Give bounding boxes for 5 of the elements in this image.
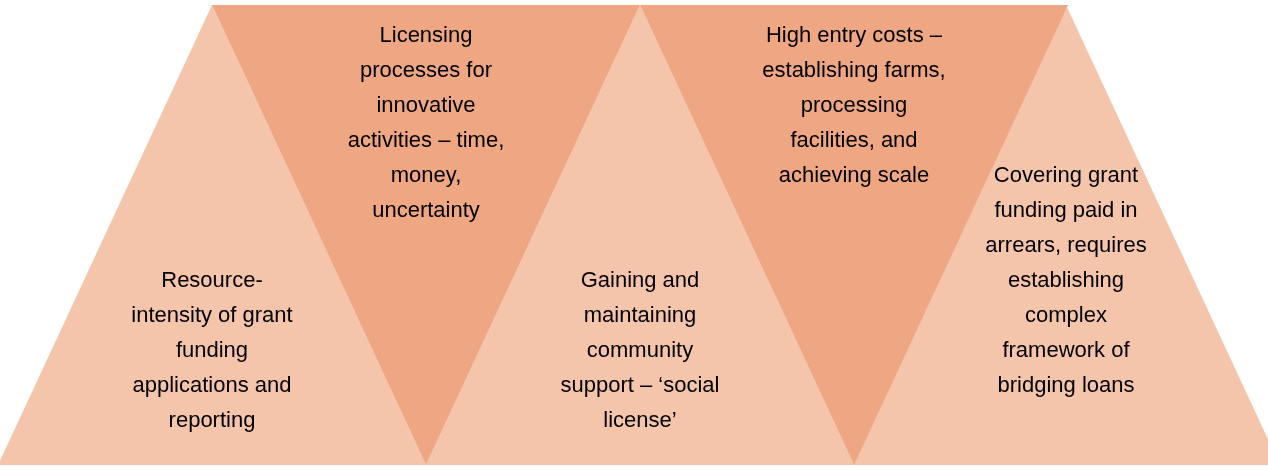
triangle-text: Licensing processes for innovative activities – time, money, uncertainty [346, 21, 506, 224]
triangle-text: Resource-intensity of grant funding applications and reporting [130, 266, 294, 434]
triangle-text: Covering grant funding paid in arrears, requires establishing complex framework of bridging loans [984, 161, 1148, 399]
triangle-text: Gaining and maintaining community support – ‘social license’ [559, 266, 721, 434]
triangle-text: High entry costs – establishing farms, processing facilities, and achieving scale [761, 21, 947, 189]
